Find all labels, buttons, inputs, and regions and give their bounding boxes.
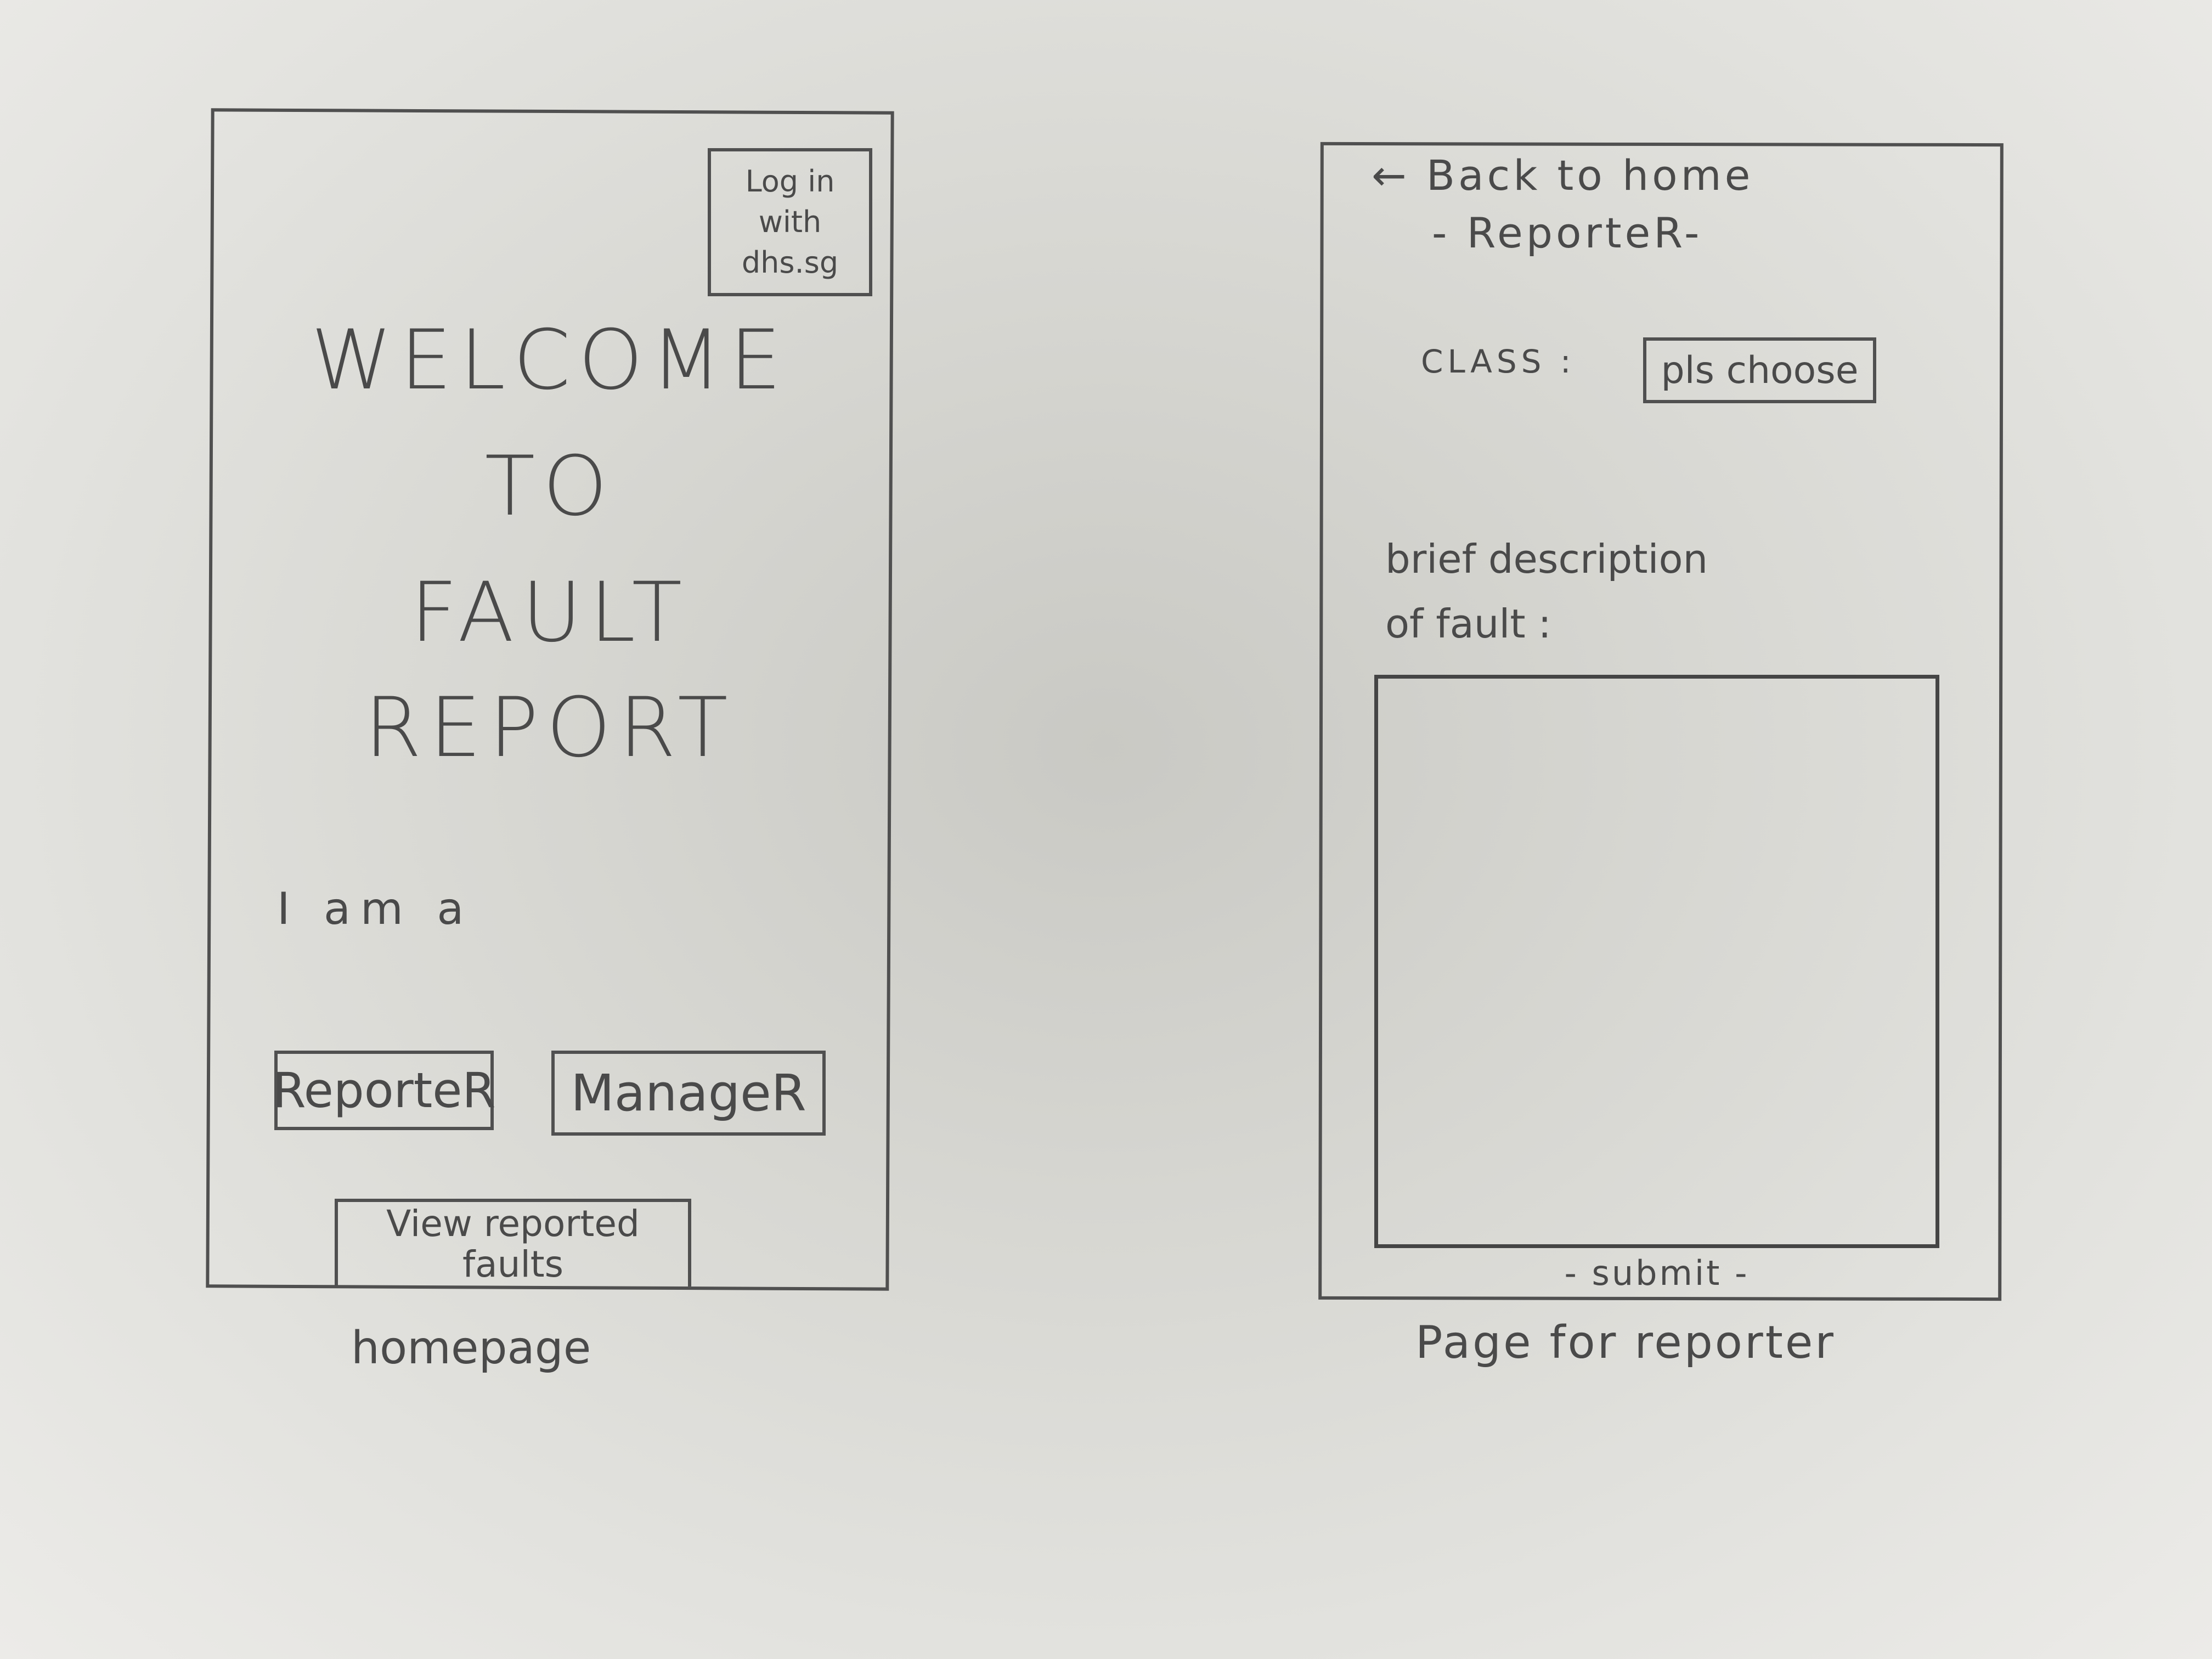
reporter-role-button[interactable]: ReporteR bbox=[273, 1051, 496, 1130]
login-button-line-1: Log in bbox=[745, 164, 835, 199]
login-button-line-3: dhs.sg bbox=[741, 245, 839, 280]
submit-button[interactable]: - submit - bbox=[1564, 1252, 1750, 1293]
login-button-line-2: with bbox=[758, 205, 822, 239]
fault-description-textarea[interactable] bbox=[1374, 675, 1939, 1248]
fault-description-label: brief description of fault : bbox=[1385, 527, 1708, 656]
description-label-line-2: of fault : bbox=[1385, 601, 1551, 647]
reporter-page-caption: Page for reporter bbox=[1415, 1317, 1836, 1369]
role-prompt-label: I am a bbox=[277, 883, 474, 934]
homepage-caption: homepage bbox=[351, 1322, 591, 1374]
back-to-home-link[interactable]: ← Back to home bbox=[1372, 151, 1754, 200]
view-faults-line-2: faults bbox=[462, 1243, 564, 1285]
welcome-heading-line-2: TO bbox=[484, 439, 616, 534]
view-reported-faults-button[interactable]: View reported faults bbox=[335, 1199, 691, 1286]
welcome-heading-line-4: REPORT bbox=[364, 680, 736, 776]
class-select[interactable]: pls choose bbox=[1643, 337, 1876, 403]
login-dhs-button[interactable]: Log in with dhs.sg bbox=[708, 148, 872, 296]
class-label: CLASS : bbox=[1421, 343, 1576, 380]
welcome-heading-line-1: WELCOME bbox=[311, 313, 789, 408]
reporter-page-title: - ReporteR- bbox=[1432, 208, 1703, 257]
welcome-heading-line-3: FAULT bbox=[410, 565, 690, 661]
view-faults-line-1: View reported bbox=[386, 1203, 640, 1245]
description-label-line-1: brief description bbox=[1385, 536, 1708, 582]
manager-role-button[interactable]: ManageR bbox=[551, 1051, 826, 1136]
